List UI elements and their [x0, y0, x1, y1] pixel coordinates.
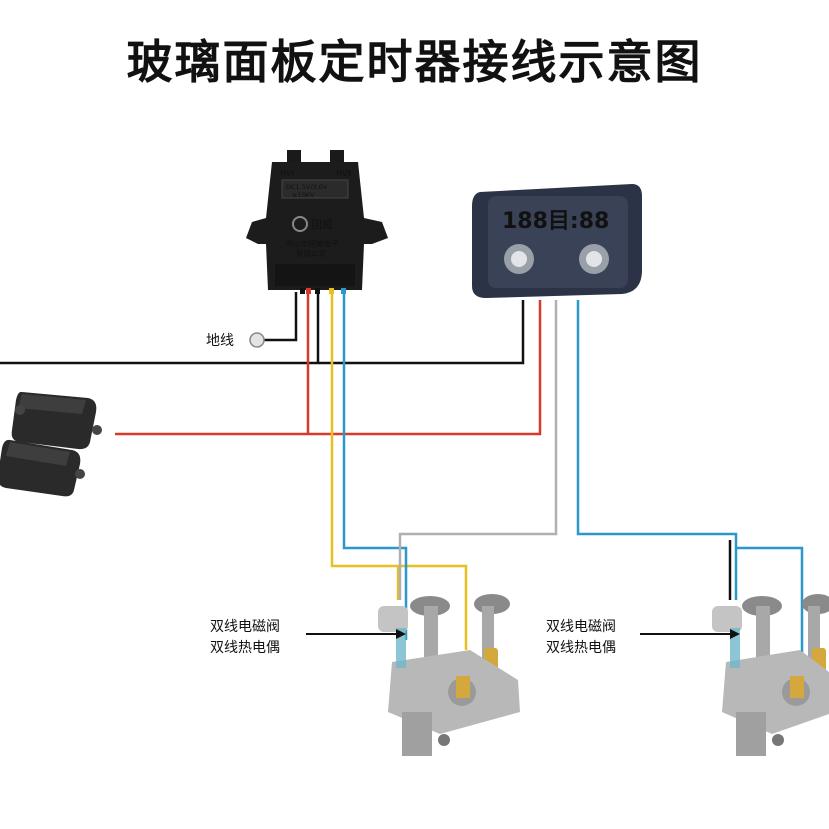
- igniter-module: HVⅠ HVⅡ DC1.5V/3.0V ≥15KV 国威 中山市国威电子 有限公…: [246, 150, 388, 294]
- valve-1-label-2: 双线热电偶: [210, 640, 280, 656]
- ground-label: 地线: [206, 333, 234, 349]
- gas-valve-1: [378, 594, 520, 756]
- blue-wire-igniter: [342, 292, 408, 640]
- gas-valve-2: [712, 594, 829, 756]
- igniter-maker-1: 中山市国威电子: [286, 238, 339, 248]
- igniter-terminal-right-label: HVⅡ: [336, 169, 351, 178]
- valve-1-arrowhead-icon: [396, 629, 406, 639]
- igniter-brand: 国威: [311, 218, 333, 231]
- grey-wire: [398, 300, 558, 600]
- valve-2-arrowhead-icon: [730, 629, 740, 639]
- valve-1-callout: 双线电磁阀 双线热电偶: [210, 619, 406, 656]
- black-wire-main: [0, 300, 525, 365]
- timer-display: 188目:88: [502, 209, 609, 234]
- igniter-maker-2: 有限公司: [296, 248, 326, 258]
- valve-2-label-2: 双线热电偶: [546, 640, 616, 656]
- blue-wire-timer: [576, 300, 738, 600]
- igniter-logo-icon: [292, 216, 308, 232]
- igniter-spec-1: DC1.5V/3.0V: [286, 183, 328, 191]
- igniter-base: [275, 264, 355, 286]
- valve-2-callout: 双线电磁阀 双线热电偶: [546, 619, 740, 656]
- blue-wire-timer-2: [736, 546, 804, 660]
- igniter-spec-plate: [281, 179, 349, 199]
- valve-2-label-1: 双线电磁阀: [546, 619, 616, 635]
- igniter-terminal-left-label: HVⅠ: [280, 169, 294, 178]
- igniter-terminal-left: [287, 150, 301, 164]
- red-wire: [115, 300, 542, 436]
- valve-1-label-1: 双线电磁阀: [210, 619, 280, 635]
- battery-boxes: [0, 391, 102, 497]
- ground-terminal: 地线: [206, 332, 265, 349]
- diagram-title: 玻璃面板定时器接线示意图: [126, 35, 703, 89]
- ground-wire: [262, 292, 298, 342]
- timer-module: 188目:88: [472, 184, 642, 298]
- wires: [0, 292, 804, 660]
- igniter-spec-2: ≥15KV: [292, 191, 315, 199]
- igniter-terminal-right: [330, 150, 344, 164]
- ground-terminal-icon: [249, 332, 265, 348]
